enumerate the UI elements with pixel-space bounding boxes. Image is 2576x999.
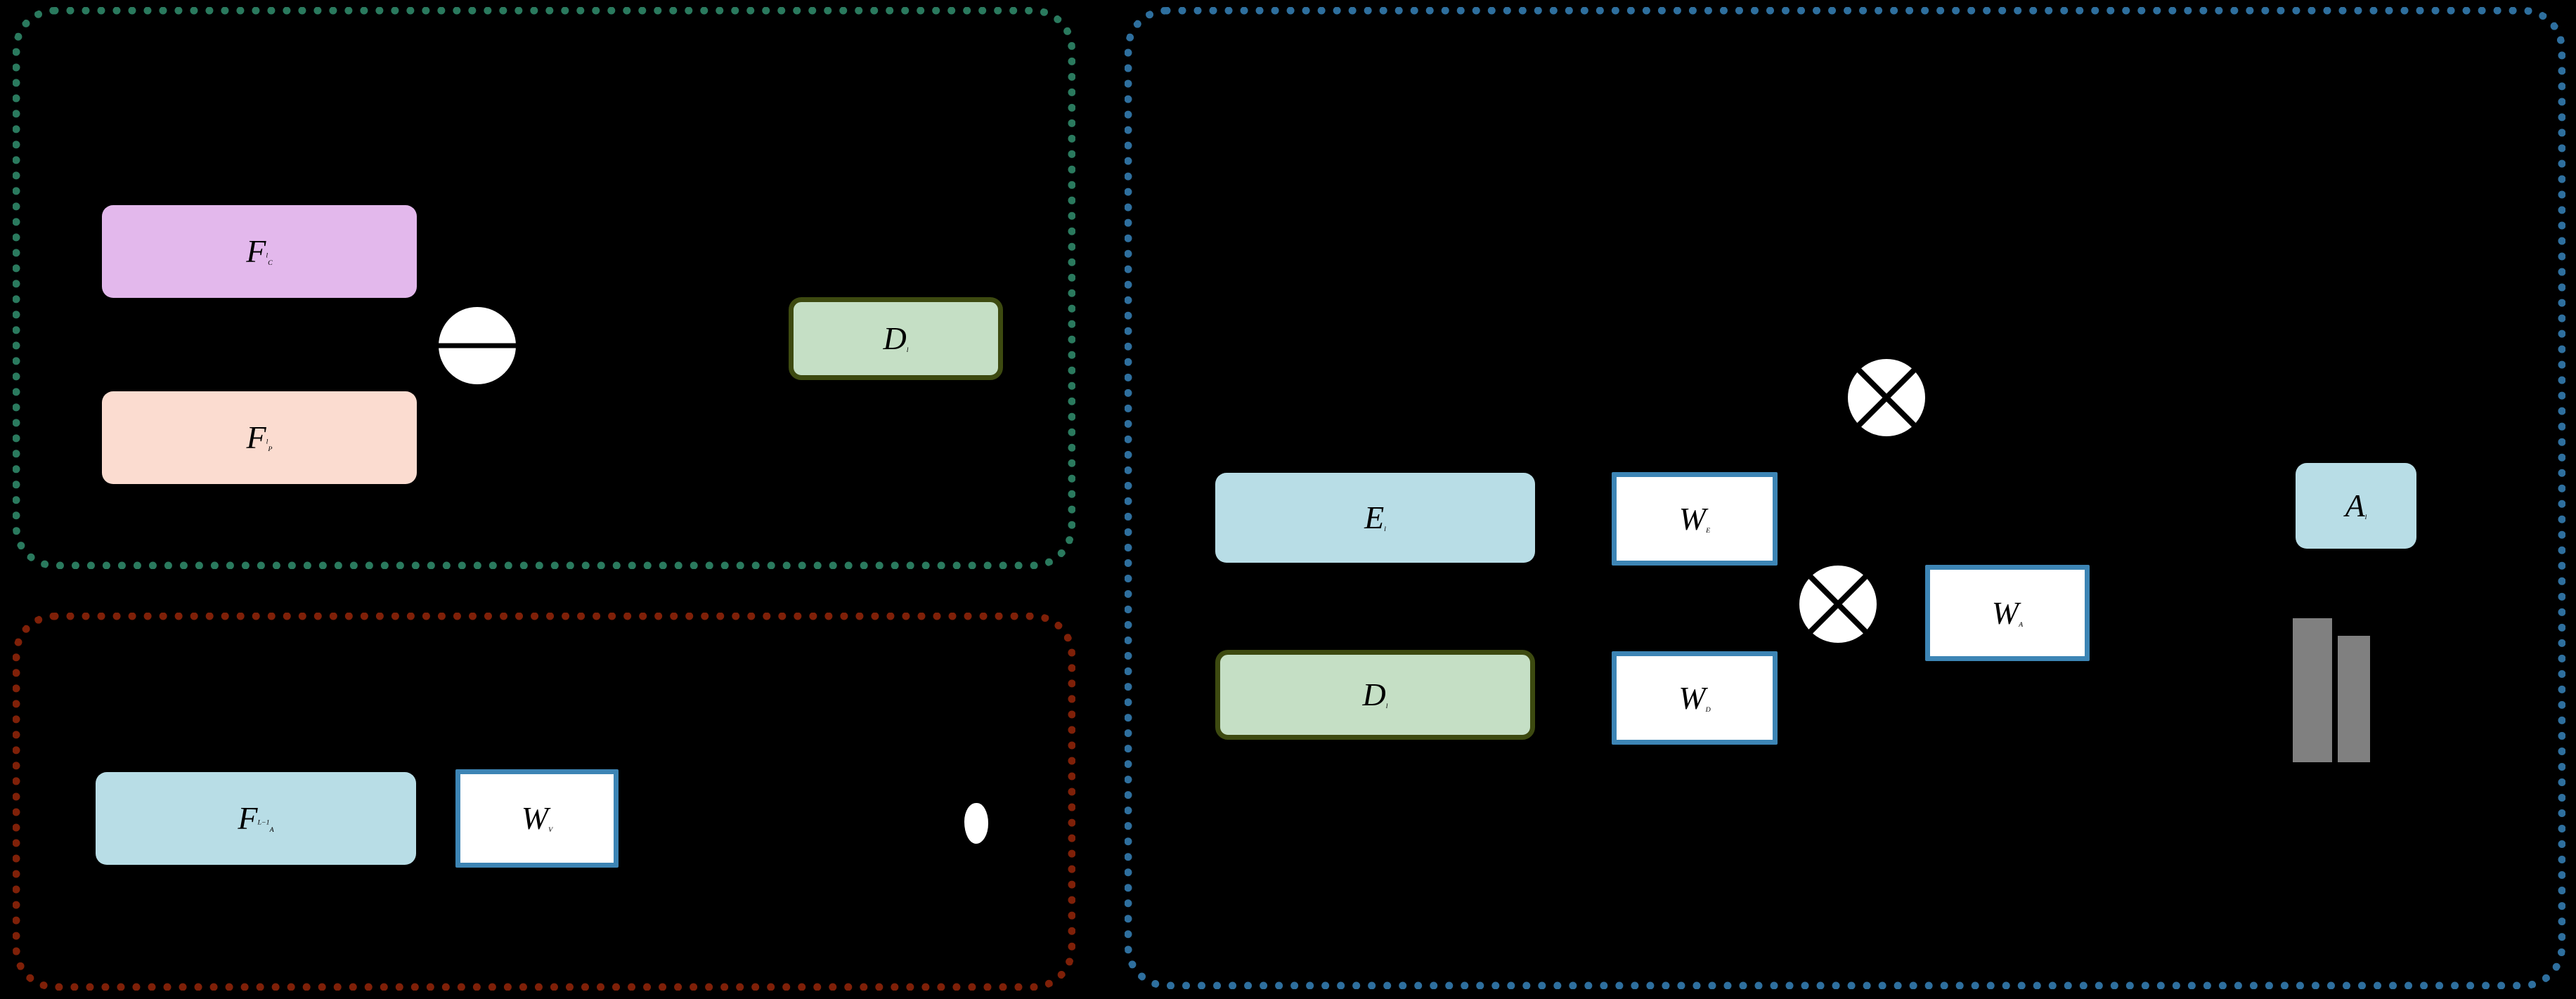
node-attention-label: Al xyxy=(2345,488,2367,523)
node-feature-c[interactable]: FlC xyxy=(102,205,417,298)
node-weight-e-label: WE xyxy=(1678,500,1711,537)
node-weight-d-label: WD xyxy=(1678,679,1711,716)
node-feature-c-label: FlC xyxy=(246,233,273,269)
value-blob-icon xyxy=(964,803,988,844)
panel-discrepancy xyxy=(13,7,1075,569)
node-weight-v-label: WV xyxy=(521,800,553,836)
node-discrepancy-left-label: Dl xyxy=(883,320,909,356)
node-feature-a-label: FL−1A xyxy=(238,800,274,836)
node-embedding-label: El xyxy=(1364,500,1386,535)
node-discrepancy-left[interactable]: Dl xyxy=(789,297,1003,380)
node-weight-d[interactable]: WD xyxy=(1612,651,1778,745)
circled-times-top-icon xyxy=(1846,358,1927,438)
panel-attention xyxy=(1125,7,2565,989)
node-discrepancy-right[interactable]: Dl xyxy=(1215,650,1535,740)
node-feature-p[interactable]: FlP xyxy=(102,391,417,484)
panel-value xyxy=(13,613,1075,991)
node-feature-a[interactable]: FL−1A xyxy=(96,772,416,865)
node-weight-a[interactable]: WA xyxy=(1925,565,2090,661)
node-embedding[interactable]: El xyxy=(1215,473,1535,563)
node-discrepancy-right-label: Dl xyxy=(1362,677,1388,712)
node-feature-p-label: FlP xyxy=(246,419,273,455)
gray-bar-1 xyxy=(2293,618,2332,762)
node-weight-e[interactable]: WE xyxy=(1612,472,1778,566)
node-weight-a-label: WA xyxy=(1991,594,2024,631)
node-weight-v[interactable]: WV xyxy=(455,769,619,868)
circled-minus-icon xyxy=(437,306,517,386)
node-attention[interactable]: Al xyxy=(2296,463,2416,549)
gray-bar-2 xyxy=(2338,636,2370,762)
circled-times-mid-icon xyxy=(1798,564,1878,644)
